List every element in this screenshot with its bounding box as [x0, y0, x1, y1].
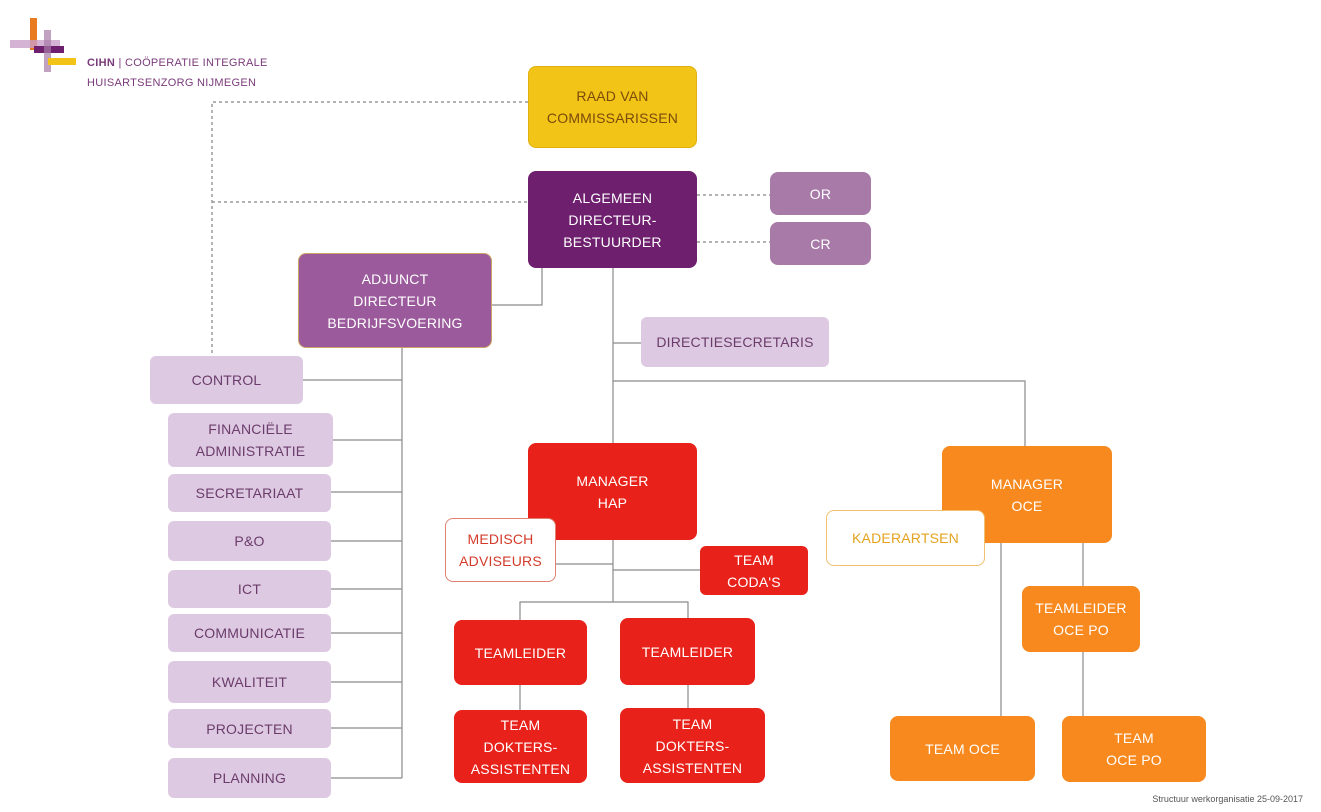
node-label: SECRETARIAAT — [195, 485, 304, 501]
node-projecten: PROJECTEN — [168, 709, 331, 748]
node-label: COMMUNICATIE — [193, 625, 306, 641]
node-label: TEAM DOKTERS- ASSISTENTEN — [642, 715, 743, 776]
node-secretariaat: SECRETARIAAT — [168, 474, 331, 512]
node-label: DIRECTIESECRETARIS — [656, 334, 814, 350]
logo-subtitle-1: COÖPERATIE INTEGRALE — [124, 57, 268, 69]
logo-brand: CIHN — [87, 57, 116, 69]
node-label: CR — [810, 235, 831, 252]
node-team-doktersassistenten-1: TEAM DOKTERS- ASSISTENTEN — [454, 710, 587, 783]
node-team-oce-po: TEAM OCE PO — [1062, 716, 1206, 782]
node-label: MANAGER HAP — [576, 472, 649, 511]
node-label: FINANCIËLE ADMINISTRATIE — [195, 421, 306, 459]
node-adjunct-directeur: ADJUNCT DIRECTEUR BEDRIJFSVOERING — [298, 253, 492, 348]
node-kwaliteit: KWALITEIT — [168, 661, 331, 703]
logo-separator: | — [115, 57, 125, 69]
node-label: ALGEMEEN DIRECTEUR- BESTUURDER — [563, 189, 662, 250]
node-label: TEAMLEIDER — [474, 644, 567, 661]
node-manager-hap: MANAGER HAP — [528, 443, 697, 540]
node-label: RAAD VAN COMMISSARISSEN — [546, 88, 679, 126]
node-label: P&O — [234, 533, 265, 549]
node-financiele-administratie: FINANCIËLE ADMINISTRATIE — [168, 413, 333, 467]
node-cr: CR — [770, 222, 871, 265]
node-label: ICT — [237, 581, 262, 597]
node-medisch-adviseurs: MEDISCH ADVISEURS — [445, 518, 556, 582]
node-or: OR — [770, 172, 871, 215]
node-label: MEDISCH ADVISEURS — [459, 531, 542, 569]
node-label: MANAGER OCE — [990, 475, 1064, 514]
node-label: KWALITEIT — [211, 674, 288, 690]
node-team-oce: TEAM OCE — [890, 716, 1035, 781]
node-planning: PLANNING — [168, 758, 331, 798]
node-teamleider-1: TEAMLEIDER — [454, 620, 587, 685]
node-team-codas: TEAM CODA's — [700, 546, 808, 595]
node-communicatie: COMMUNICATIE — [168, 614, 331, 652]
node-ict: ICT — [168, 570, 331, 608]
node-label: CONTROL — [191, 372, 262, 388]
node-teamleider-2: TEAMLEIDER — [620, 618, 755, 685]
footer-caption: Structuur werkorganisatie 25-09-2017 — [1152, 794, 1303, 804]
node-label: TEAM OCE — [925, 740, 1000, 757]
node-p-en-o: P&O — [168, 521, 331, 561]
node-label: KADERARTSEN — [852, 530, 959, 546]
node-label: ADJUNCT DIRECTEUR BEDRIJFSVOERING — [327, 270, 463, 331]
node-directiesecretaris: DIRECTIESECRETARIS — [641, 317, 829, 367]
logo-line1: CIHN | COÖPERATIE INTEGRALE — [87, 57, 268, 69]
node-label: PLANNING — [212, 770, 287, 786]
logo-subtitle-2: HUISARTSENZORG NIJMEGEN — [87, 77, 257, 89]
node-label: TEAMLEIDER — [641, 643, 734, 660]
node-raad-van-commissarissen: RAAD VAN COMMISSARISSEN — [528, 66, 697, 148]
cihn-logo-icon — [10, 18, 76, 72]
node-kaderartsen: KADERARTSEN — [826, 510, 985, 566]
node-label: TEAM CODA's — [727, 551, 781, 590]
node-label: TEAM OCE PO — [1106, 730, 1162, 768]
node-control: CONTROL — [150, 356, 303, 404]
node-label: PROJECTEN — [206, 720, 293, 737]
node-algemeen-directeur: ALGEMEEN DIRECTEUR- BESTUURDER — [528, 171, 697, 268]
node-label: TEAM DOKTERS- ASSISTENTEN — [470, 716, 571, 777]
node-team-doktersassistenten-2: TEAM DOKTERS- ASSISTENTEN — [620, 708, 765, 783]
node-teamleider-oce-po: TEAMLEIDER OCE PO — [1022, 586, 1140, 652]
node-label: TEAMLEIDER OCE PO — [1035, 600, 1127, 638]
node-label: OR — [809, 185, 832, 202]
